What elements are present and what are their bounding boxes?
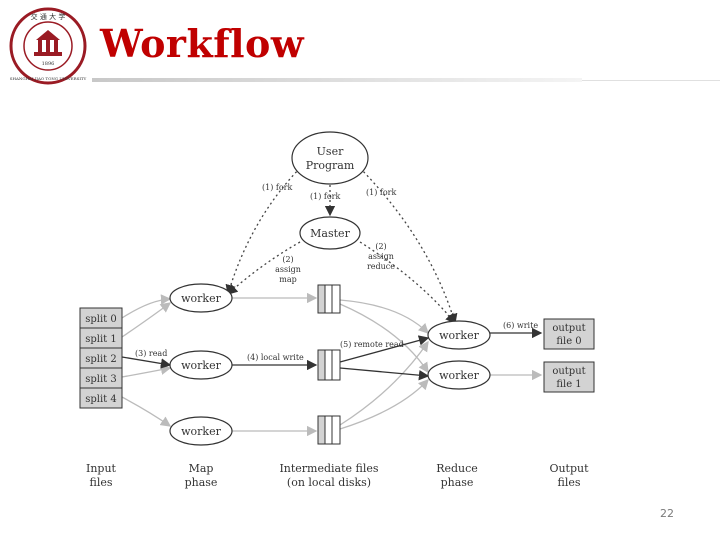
- output-file-node: output file 1: [543, 361, 595, 393]
- edge-split3-to-worker: [121, 364, 172, 378]
- edge-label-assign-reduce-3: reduce: [367, 262, 395, 271]
- split-label: split 4: [85, 394, 117, 405]
- user-program-label-line1: User: [317, 145, 344, 158]
- master-label: Master: [310, 227, 350, 240]
- output-file-label-line2: file 1: [556, 379, 581, 390]
- phase-label-input-1: Input: [86, 462, 117, 475]
- edge-read: [121, 356, 172, 369]
- phase-label-map-2: phase: [185, 476, 218, 489]
- logo-text-bottom: SHANGHAI JIAO TONG UNIVERSITY: [10, 76, 87, 81]
- phase-label-intermediate-1: Intermediate files: [279, 462, 378, 475]
- user-program-label-line2: Program: [306, 159, 355, 172]
- output-file-label-line1: output: [552, 366, 585, 377]
- phase-labels: Input files Map phase Intermediate files…: [86, 462, 589, 489]
- phase-label-map-1: Map: [189, 462, 214, 475]
- split-label: split 1: [85, 334, 117, 345]
- edge-label-assign-reduce-2: assign: [368, 252, 394, 261]
- phase-label-reduce-1: Reduce: [436, 462, 478, 475]
- edge-fork-to-reduce-worker: [359, 167, 458, 325]
- page-number: 22: [660, 507, 674, 520]
- slide-title: Workflow: [100, 21, 305, 66]
- edge-label-assign-map-2: assign: [275, 265, 301, 274]
- input-splits-stack: split 0 split 1 split 2 split 3 split 4: [79, 307, 123, 409]
- title-underline-extension: [582, 80, 720, 81]
- intermediate-file: [317, 349, 341, 381]
- edge-assign-map: [227, 241, 301, 295]
- user-program-node: User Program: [291, 131, 369, 185]
- logo-year: 1896: [42, 61, 55, 67]
- split-label: split 0: [85, 314, 117, 325]
- edge-disk1-to-reduce0: [339, 299, 429, 334]
- edge-label-write: (6) write: [503, 321, 538, 330]
- phase-label-output-2: files: [557, 476, 580, 489]
- phase-label-output-1: Output: [549, 462, 589, 475]
- edge-assign-reduce: [359, 241, 456, 325]
- edge-label-assign-map-1: (2): [282, 255, 293, 264]
- title-underline: [92, 78, 582, 82]
- phase-label-input-2: files: [89, 476, 112, 489]
- edge-disk3-to-reduce1: [339, 379, 429, 430]
- output-file-node: output file 0: [543, 318, 595, 350]
- edge-label-fork-left: (1) fork: [262, 183, 292, 192]
- reduce-worker-node: worker: [427, 360, 491, 390]
- edge-disk1-to-reduce1: [339, 303, 429, 374]
- edge-labels: (1) fork (1) fork (1) fork (2) assign ma…: [135, 183, 538, 362]
- data-edges-gray: [121, 292, 543, 437]
- map-worker-label: worker: [181, 425, 221, 438]
- map-worker-node: worker: [169, 283, 233, 313]
- reduce-worker-label: worker: [439, 369, 479, 382]
- edge-label-read: (3) read: [135, 349, 167, 358]
- phase-label-intermediate-2: (on local disks): [287, 476, 371, 489]
- edge-split4-to-worker: [121, 396, 172, 427]
- edge-disk3-to-reduce0: [339, 340, 429, 426]
- edge-split0-to-worker: [121, 294, 172, 319]
- map-worker-node: worker: [169, 416, 233, 446]
- data-edges-dark: [121, 327, 543, 381]
- split-label: split 2: [85, 354, 117, 365]
- university-seal-logo: 交 通 大 学 SHANGHAI JIAO TONG UNIVERSITY 18…: [9, 7, 87, 85]
- map-worker-node: worker: [169, 350, 233, 380]
- reduce-worker-node: worker: [427, 320, 491, 350]
- edge-label-assign-map-3: map: [279, 275, 296, 284]
- phase-label-reduce-2: phase: [441, 476, 474, 489]
- edge-disk2-to-reduce1: [339, 367, 430, 381]
- edge-label-assign-reduce-1: (2): [375, 242, 386, 251]
- edge-remote-read: [339, 335, 430, 363]
- control-edges: [225, 167, 458, 325]
- reduce-worker-label: worker: [439, 329, 479, 342]
- map-worker-label: worker: [181, 292, 221, 305]
- map-worker-label: worker: [181, 359, 221, 372]
- master-node: Master: [299, 216, 361, 250]
- logo-text-top: 交 通 大 学: [31, 12, 66, 21]
- edge-fork-to-map-worker: [225, 167, 301, 296]
- edge-label-fork-right: (1) fork: [366, 188, 396, 197]
- intermediate-file: [317, 284, 341, 314]
- split-label: split 3: [85, 374, 117, 385]
- intermediate-file: [317, 415, 341, 445]
- edge-label-remote-read: (5) remote read: [340, 340, 404, 349]
- edge-label-fork-center: (1) fork: [310, 192, 340, 201]
- edge-split1-to-worker: [121, 302, 172, 338]
- edge-label-local-write: (4) local write: [247, 353, 304, 362]
- output-file-label-line1: output: [552, 323, 585, 334]
- output-file-label-line2: file 0: [556, 336, 581, 347]
